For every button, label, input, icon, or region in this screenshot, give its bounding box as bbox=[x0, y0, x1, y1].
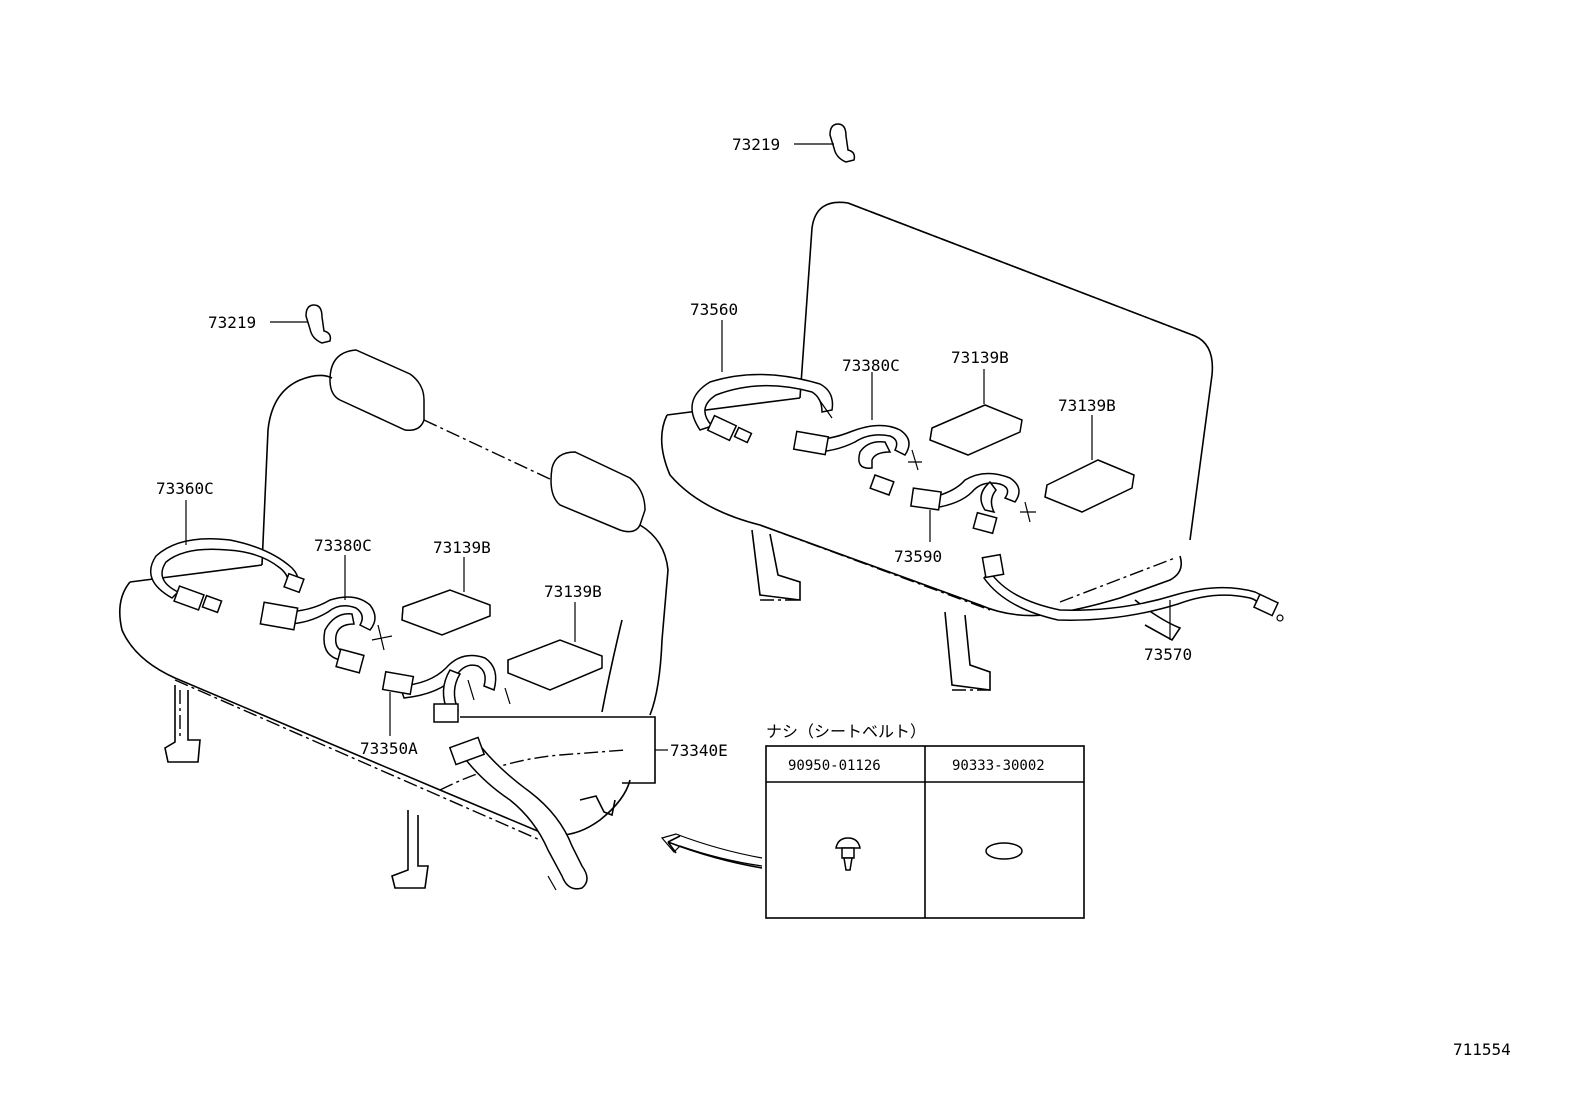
label-73560: 73560 bbox=[690, 300, 738, 319]
push-clip-icon bbox=[835, 837, 861, 871]
label-73380c-rear: 73380C bbox=[842, 356, 900, 375]
inset-title: ナシ（シートベルト） bbox=[766, 722, 926, 741]
label-73570: 73570 bbox=[1144, 645, 1192, 664]
label-73219-left: 73219 bbox=[208, 313, 256, 332]
hole-plug-icon bbox=[985, 842, 1023, 860]
rear-seat bbox=[660, 201, 1214, 691]
inset-part-90950-01126: 90950-01126 bbox=[788, 758, 881, 774]
rear-seat-belts bbox=[691, 373, 1284, 622]
label-73350a: 73350A bbox=[360, 739, 418, 758]
label-73139b-rear-2: 73139B bbox=[1058, 396, 1116, 415]
front-seat bbox=[119, 349, 669, 889]
label-73219-top: 73219 bbox=[732, 135, 780, 154]
label-73360c: 73360C bbox=[156, 479, 214, 498]
diagram-number: 711554 bbox=[1453, 1040, 1511, 1059]
label-73380c-front: 73380C bbox=[314, 536, 372, 555]
label-73340e: 73340E bbox=[670, 741, 728, 760]
front-seat-belts bbox=[150, 537, 603, 891]
label-73139b-front-1: 73139B bbox=[433, 538, 491, 557]
inset-part-90333-30002: 90333-30002 bbox=[952, 758, 1045, 774]
accessory-inset bbox=[765, 745, 1085, 919]
label-73590: 73590 bbox=[894, 547, 942, 566]
leader-lines bbox=[185, 320, 1171, 784]
clip-73219-left bbox=[270, 304, 332, 344]
label-73139b-rear-1: 73139B bbox=[951, 348, 1009, 367]
label-73139b-front-2: 73139B bbox=[544, 582, 602, 601]
clip-73219-top bbox=[794, 123, 856, 163]
inset-pointer-arrow-body bbox=[660, 833, 763, 867]
